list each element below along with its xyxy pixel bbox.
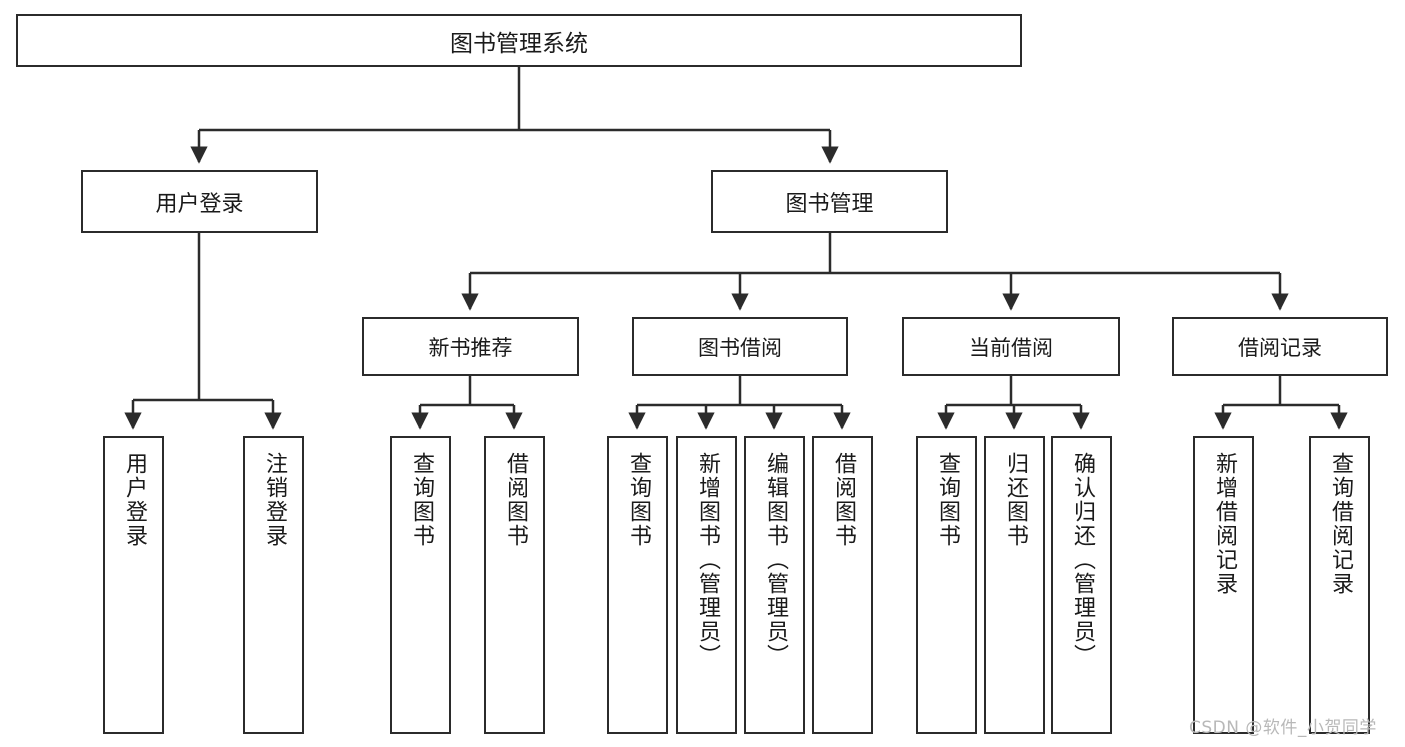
leaf-borrow-add-book-admin[interactable]: 新增图书（管理员） (676, 436, 737, 734)
node-user-login[interactable]: 用户登录 (81, 170, 318, 233)
node-new-book-recommend[interactable]: 新书推荐 (362, 317, 579, 376)
leaf-current-return-book[interactable]: 归还图书 (984, 436, 1045, 734)
leaf-label: 查询图书 (625, 452, 651, 548)
leaf-borrow-edit-book-admin[interactable]: 编辑图书（管理员） (744, 436, 805, 734)
node-root-system[interactable]: 图书管理系统 (16, 14, 1022, 67)
leaf-label: 借阅图书 (502, 452, 528, 548)
leaf-label: 编辑图书（管理员） (762, 452, 788, 668)
leaf-label: 查询图书 (934, 452, 960, 548)
leaf-recommend-query-book[interactable]: 查询图书 (390, 436, 451, 734)
csdn-watermark: CSDN @软件_小贺同学 (1189, 718, 1377, 738)
leaf-current-confirm-return-admin[interactable]: 确认归还（管理员） (1051, 436, 1112, 734)
leaf-label: 新增借阅记录 (1211, 452, 1237, 596)
node-book-borrow[interactable]: 图书借阅 (632, 317, 848, 376)
leaf-user-login-signin[interactable]: 用户登录 (103, 436, 164, 734)
leaf-borrow-query-book[interactable]: 查询图书 (607, 436, 668, 734)
leaf-record-query-record[interactable]: 查询借阅记录 (1309, 436, 1370, 734)
leaf-label: 确认归还（管理员） (1069, 452, 1095, 668)
leaf-user-login-signout[interactable]: 注销登录 (243, 436, 304, 734)
leaf-label: 用户登录 (121, 452, 147, 548)
leaf-borrow-borrow-book[interactable]: 借阅图书 (812, 436, 873, 734)
leaf-label: 查询借阅记录 (1327, 452, 1353, 596)
leaf-record-add-record[interactable]: 新增借阅记录 (1193, 436, 1254, 734)
leaf-label: 查询图书 (408, 452, 434, 548)
leaf-label: 新增图书（管理员） (694, 452, 720, 668)
node-borrow-record[interactable]: 借阅记录 (1172, 317, 1388, 376)
leaf-label: 借阅图书 (830, 452, 856, 548)
leaf-recommend-borrow-book[interactable]: 借阅图书 (484, 436, 545, 734)
leaf-label: 归还图书 (1002, 452, 1028, 548)
leaf-current-query-book[interactable]: 查询图书 (916, 436, 977, 734)
node-book-management[interactable]: 图书管理 (711, 170, 948, 233)
leaf-label: 注销登录 (261, 452, 287, 548)
node-current-borrow[interactable]: 当前借阅 (902, 317, 1120, 376)
